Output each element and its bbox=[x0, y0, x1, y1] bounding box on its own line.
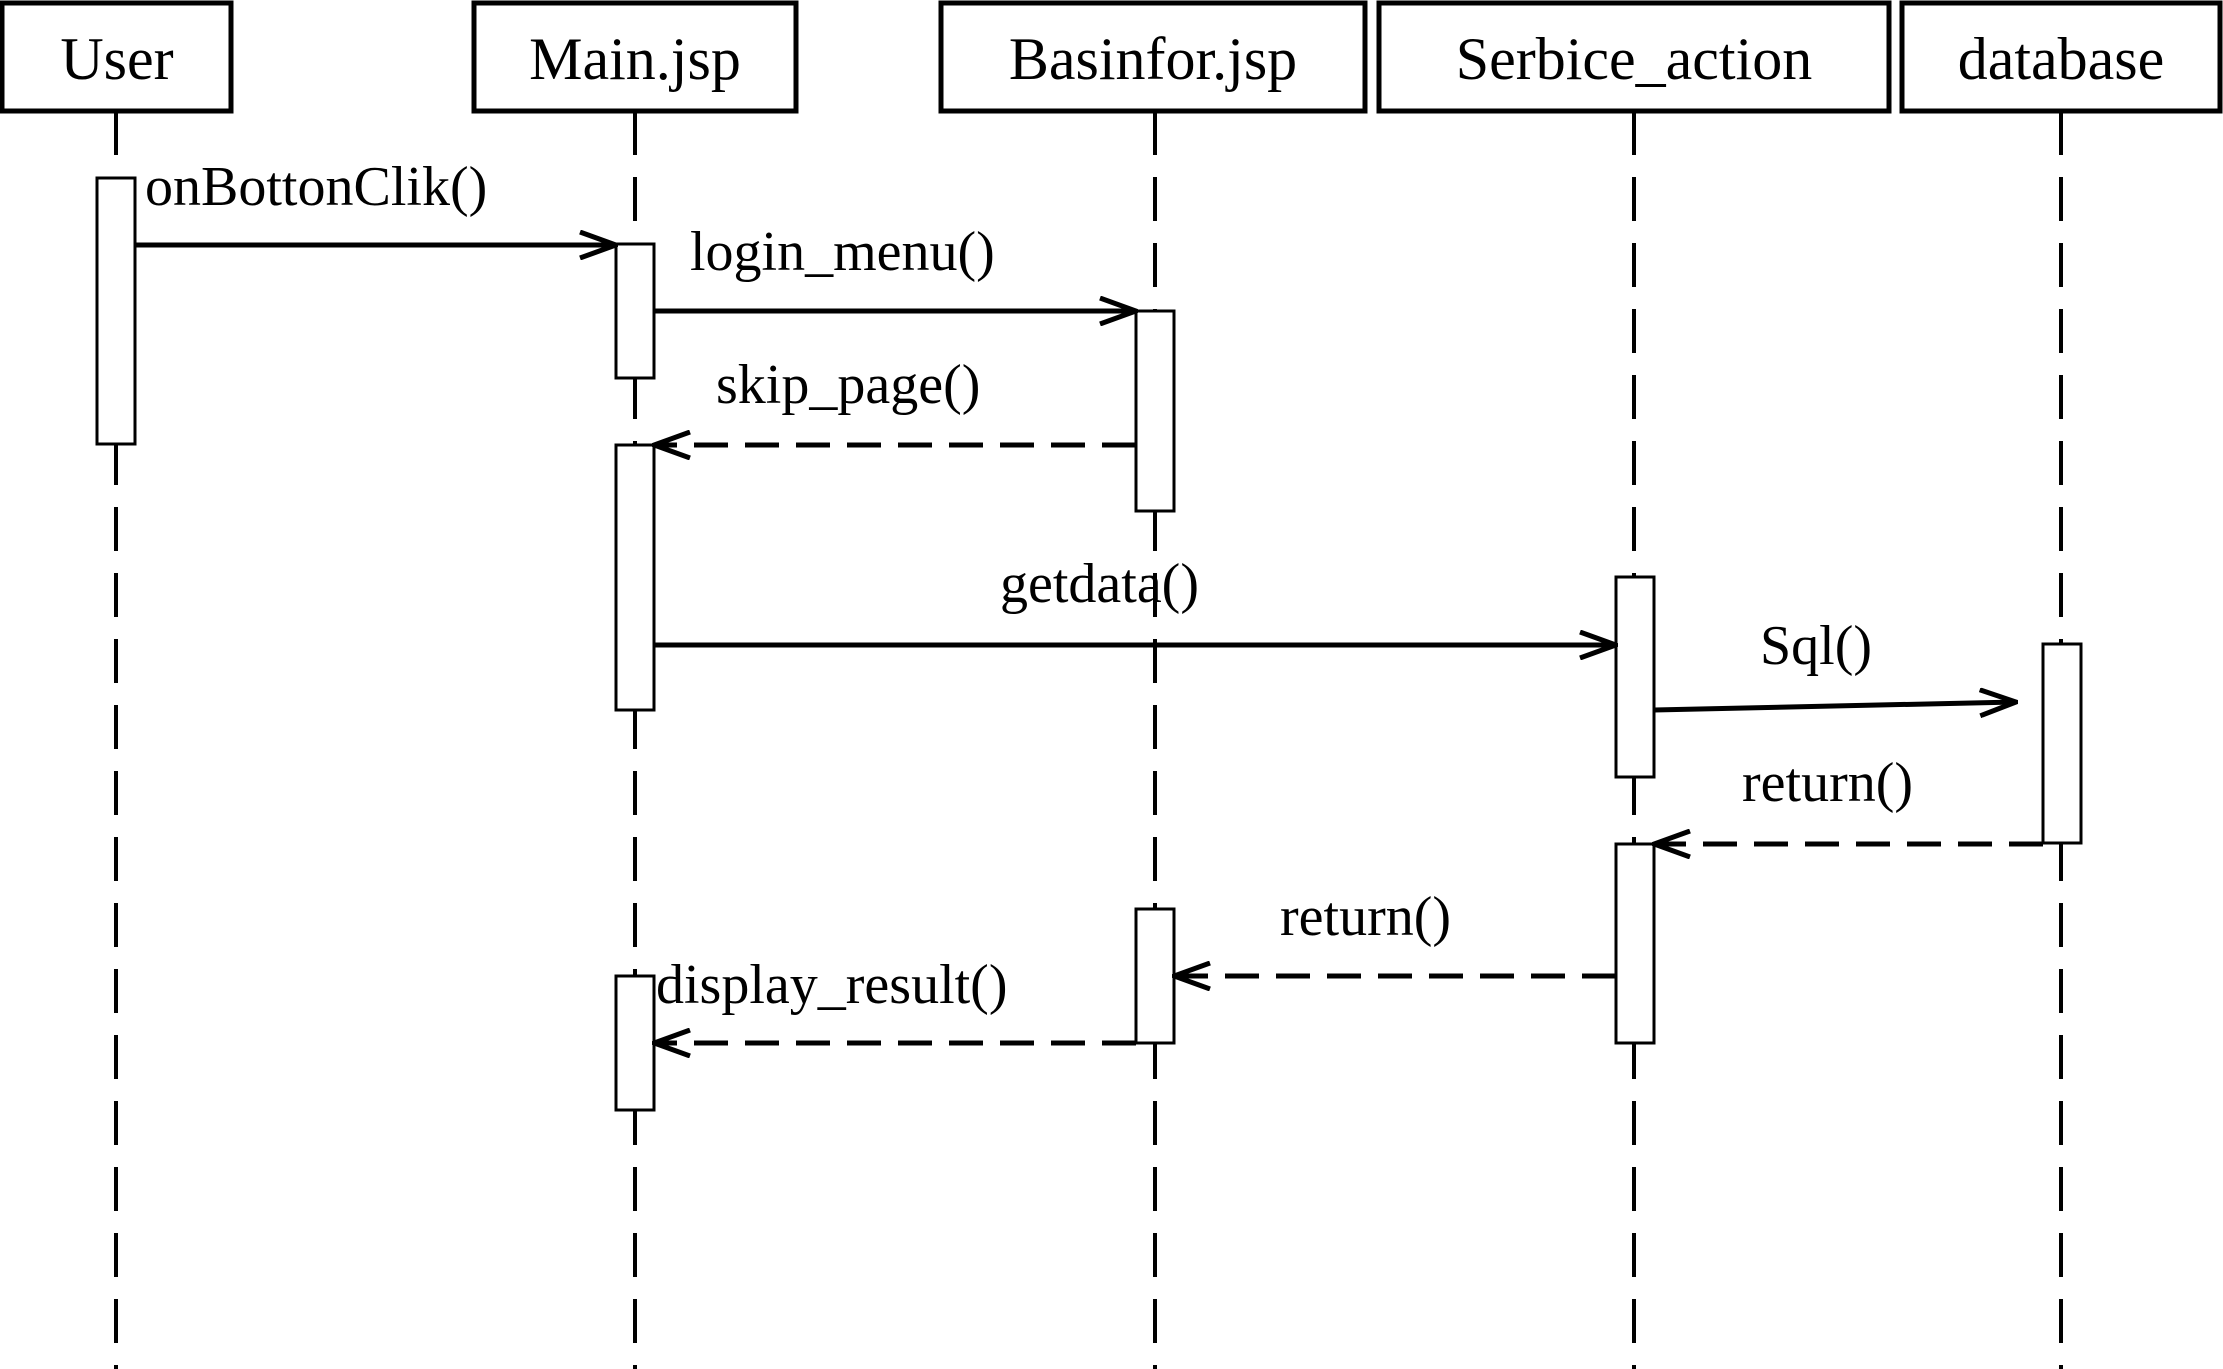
participant-label-basinfor-jsp: Basinfor.jsp bbox=[1009, 26, 1297, 92]
participant-serbice-action: Serbice_action bbox=[1376, 0, 1892, 114]
message-label-login-menu: login_menu() bbox=[690, 221, 995, 283]
message-label-return-service: return() bbox=[1280, 886, 1451, 948]
activation-database bbox=[2041, 642, 2083, 845]
activation-main-jsp-2 bbox=[614, 443, 656, 712]
message-label-skip-page: skip_page() bbox=[716, 354, 980, 416]
activation-serbice-action-2 bbox=[1614, 842, 1656, 1045]
participant-label-main-jsp: Main.jsp bbox=[529, 26, 741, 92]
message-label-display-result: display_result() bbox=[656, 954, 1007, 1016]
activation-basinfor-jsp-1 bbox=[1134, 309, 1176, 513]
activation-basinfor-jsp-2 bbox=[1134, 907, 1176, 1045]
activation-main-jsp-3 bbox=[614, 974, 656, 1112]
message-arrow-sql bbox=[1653, 702, 2016, 710]
participant-basinfor-jsp: Basinfor.jsp bbox=[938, 0, 1368, 114]
participant-database: database bbox=[1899, 0, 2223, 114]
participant-label-database: database bbox=[1958, 26, 2165, 92]
activation-serbice-action-1 bbox=[1614, 575, 1656, 779]
participant-main-jsp: Main.jsp bbox=[471, 0, 799, 114]
participant-user: User bbox=[0, 0, 234, 114]
message-label-return-db: return() bbox=[1742, 752, 1913, 814]
message-label-sql: Sql() bbox=[1760, 615, 1872, 677]
activation-main-jsp-1 bbox=[614, 242, 656, 380]
activation-user bbox=[95, 176, 137, 446]
message-label-getdata: getdata() bbox=[1000, 553, 1199, 615]
message-label-onbottonclik: onBottonClik() bbox=[145, 156, 487, 218]
participant-label-user: User bbox=[60, 26, 173, 92]
participant-label-serbice-action: Serbice_action bbox=[1456, 26, 1813, 92]
